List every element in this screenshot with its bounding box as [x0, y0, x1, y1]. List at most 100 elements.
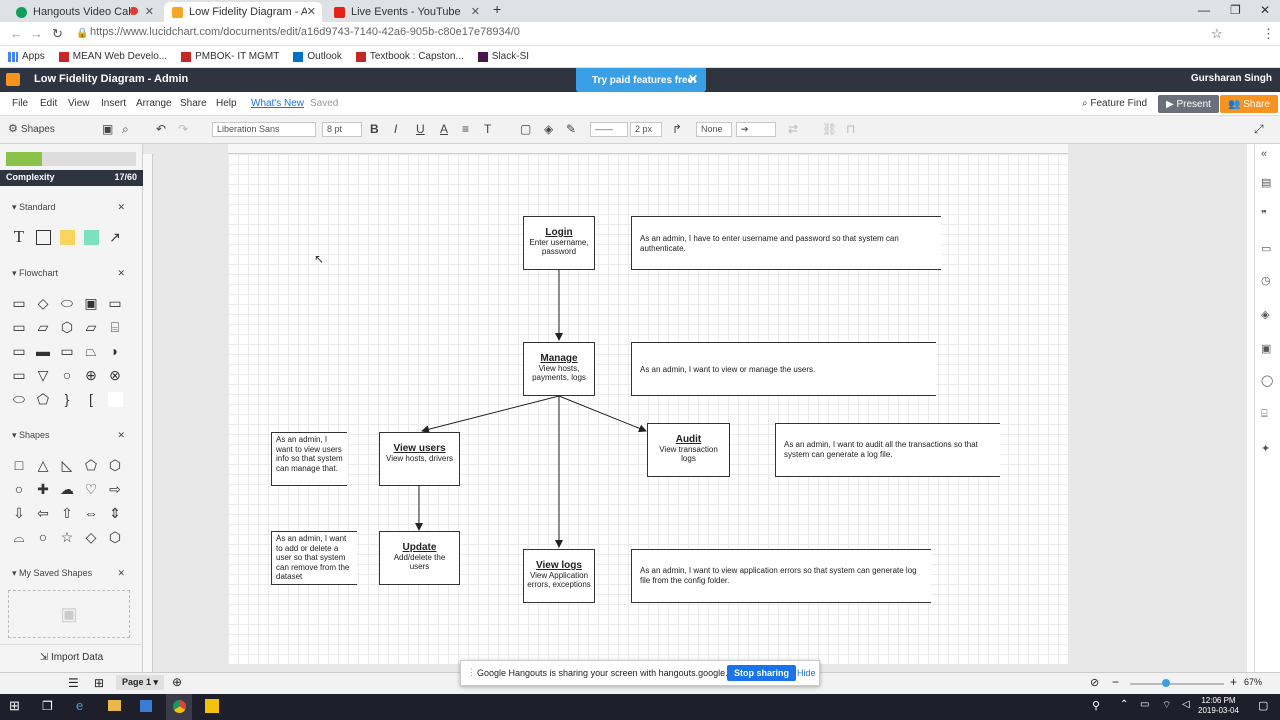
line-width-select[interactable]: 2 px	[630, 122, 662, 137]
zoom-slider[interactable]	[1130, 679, 1224, 687]
windows-start-icon[interactable]: ⊞	[9, 698, 20, 713]
feature-find-button[interactable]: ⌕ Feature Find	[1082, 98, 1148, 109]
maximize-button[interactable]: ❐	[1230, 3, 1241, 17]
bookmark-outlook[interactable]: Outlook	[293, 51, 342, 62]
cross-shape[interactable]: ✚	[37, 480, 49, 497]
edge-icon[interactable]: e	[76, 698, 84, 713]
menu-file[interactable]: File	[12, 98, 29, 109]
preparation-shape[interactable]: ⬡	[60, 318, 74, 335]
lock-icon[interactable]: ⊓	[846, 122, 856, 136]
underline-button[interactable]: U	[416, 122, 425, 136]
end-arrow-select[interactable]: ➔	[736, 122, 776, 137]
volume-icon[interactable]: ◁	[1182, 699, 1190, 710]
note-audit[interactable]: As an admin, I want to audit all the tra…	[775, 423, 1000, 477]
text-options-icon[interactable]: T	[484, 122, 492, 136]
close-icon[interactable]: ✕	[144, 6, 154, 18]
layers-icon[interactable]: ◈	[1261, 309, 1270, 321]
text-shape[interactable]: T	[13, 227, 25, 246]
minimize-button[interactable]: —	[1198, 3, 1210, 17]
audit-box[interactable]: Audit View transaction logs	[647, 423, 730, 477]
align-icon[interactable]: ≡	[462, 122, 470, 136]
line-color-icon[interactable]: ✎	[566, 122, 577, 136]
arrow-double-v-shape[interactable]: ⇕	[109, 504, 121, 521]
font-select[interactable]: Liberation Sans	[212, 122, 316, 137]
menu-whats-new[interactable]: What's New	[251, 98, 305, 109]
shield-shape[interactable]: ⬡	[108, 528, 122, 545]
note-login[interactable]: As an admin, I have to enter username an…	[631, 216, 941, 270]
bookmark-mean[interactable]: MEAN Web Develo...	[58, 51, 167, 62]
card-shape[interactable]: ▭	[12, 366, 26, 383]
try-paid-banner[interactable]: Try paid features free! ✕	[576, 68, 706, 92]
close-icon[interactable]: ✕	[117, 268, 125, 278]
diamond-shape[interactable]: ◇	[85, 528, 97, 545]
url-input[interactable]: https://www.lucidchart.com/documents/edi…	[90, 26, 520, 38]
standard-toggle[interactable]: ▾ Standard	[12, 202, 56, 212]
off-page-shape[interactable]: ⬠	[36, 390, 50, 407]
close-window-button[interactable]: ✕	[1260, 3, 1271, 17]
display-shape[interactable]: ▬	[36, 343, 50, 359]
close-icon[interactable]: ✕	[306, 6, 316, 18]
connector-icon[interactable]: ↱	[672, 122, 683, 136]
text-color-button[interactable]: A	[440, 122, 449, 136]
delay-shape[interactable]: ◗	[110, 343, 120, 359]
comments-icon[interactable]: ❞	[1261, 209, 1267, 221]
shapes-panel-toggle[interactable]: ⚙ Shapes	[8, 123, 55, 135]
star-icon[interactable]: ☆	[1211, 26, 1223, 41]
notifications-icon[interactable]: ▢	[1258, 700, 1269, 712]
more-icon[interactable]: ⋮	[1262, 26, 1275, 41]
bookmark-textbook[interactable]: Textbook : Capston...	[355, 51, 464, 62]
new-tab-button[interactable]: +	[493, 1, 502, 17]
arrow-down-shape[interactable]: ⇩	[13, 504, 25, 521]
sticky-notes-icon[interactable]	[205, 699, 219, 713]
chrome-taskbar-button[interactable]	[166, 694, 192, 720]
share-button[interactable]: 👥 Share	[1220, 95, 1278, 113]
list-view-icon[interactable]: ☰	[68, 676, 79, 690]
arrow-manage-viewusers[interactable]	[421, 395, 560, 434]
file-explorer-icon[interactable]	[108, 700, 121, 711]
document-shape[interactable]: ▭	[108, 294, 122, 311]
fill-icon[interactable]: ◈	[544, 122, 554, 136]
user-menu[interactable]: Gursharan Singh	[1190, 73, 1272, 84]
terminator-shape[interactable]: ⬭	[61, 294, 73, 311]
tab-youtube[interactable]: Live Events - YouTube ✕	[326, 2, 486, 22]
blank-shape[interactable]	[106, 390, 124, 408]
tab-hangouts[interactable]: Hangouts Video Call ✕	[8, 2, 160, 22]
add-page-icon[interactable]: ⊕	[172, 675, 183, 689]
star-shape[interactable]: ☆	[60, 528, 74, 545]
reload-button[interactable]: ↻	[52, 26, 63, 41]
circle-shape[interactable]: ○	[38, 529, 48, 545]
shapes-toggle[interactable]: ▾ Shapes	[12, 430, 50, 440]
zoom-handle[interactable]	[1162, 679, 1170, 687]
or-shape[interactable]: ⊕	[85, 366, 97, 383]
folder-icon[interactable]	[6, 73, 20, 86]
drag-handle-icon[interactable]: ⋮	[467, 667, 476, 677]
bookmark-slack[interactable]: Slack-SI	[477, 51, 529, 62]
summing-junction-shape[interactable]: ⊗	[109, 366, 121, 383]
fullscreen-icon[interactable]: ⤢	[1254, 122, 1264, 136]
close-icon[interactable]: ✕	[117, 430, 125, 440]
page-tab[interactable]: Page 1 ▾	[116, 675, 165, 690]
grid-view-icon[interactable]: ⊞	[94, 676, 105, 690]
theme-icon[interactable]: ⌸	[1261, 408, 1268, 420]
link-icon[interactable]: ⛓	[822, 122, 838, 136]
predefined-process-shape[interactable]: ▣	[84, 294, 98, 311]
octagon-shape[interactable]: ○	[14, 481, 24, 497]
hexagon-shape[interactable]: ⬡	[108, 456, 122, 473]
saved-toggle[interactable]: ▾ My Saved Shapes	[12, 568, 93, 578]
arrow-left-shape[interactable]: ⇦	[37, 504, 49, 521]
view-users-box[interactable]: View users View hosts, drivers	[379, 432, 460, 486]
update-box[interactable]: Update Add/delete the users	[379, 531, 460, 585]
saved-shapes-dropzone[interactable]: ▣	[8, 590, 130, 638]
task-view-icon[interactable]: ❐	[42, 699, 53, 713]
menu-help[interactable]: Help	[216, 98, 237, 109]
presentation-icon[interactable]: ▭	[1261, 243, 1272, 255]
flowchart-toggle[interactable]: ▾ Flowchart	[12, 268, 59, 278]
italic-button[interactable]: I	[394, 122, 398, 136]
hide-button[interactable]: Hide	[797, 668, 816, 678]
view-logs-box[interactable]: View logs View Application errors, excep…	[523, 549, 595, 603]
login-box[interactable]: Login Enter username, password	[523, 216, 595, 270]
arrow-manage-audit[interactable]	[558, 395, 647, 433]
menu-share[interactable]: Share	[180, 98, 207, 109]
pentagon-shape[interactable]: ⬠	[84, 456, 98, 473]
